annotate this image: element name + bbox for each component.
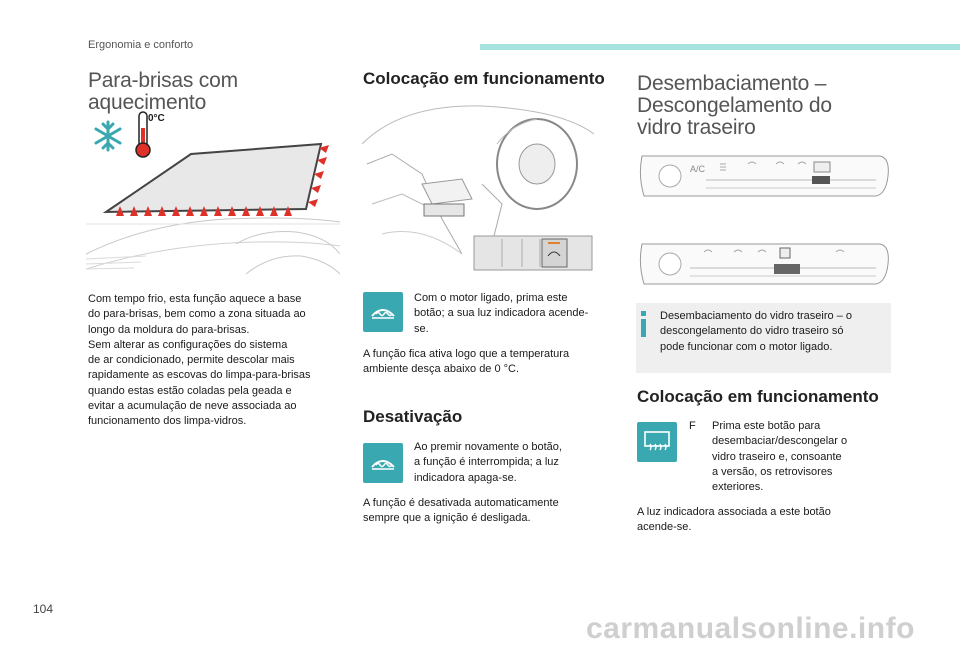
deactivation-title: Desativação [363, 407, 463, 426]
step-bullet: F [689, 420, 696, 432]
info-text: Desembaciamento do vidro traseiro – o de… [660, 310, 852, 353]
rear-activation-step: Prima este botão para desembaciar/descon… [712, 420, 848, 494]
heated-windscreen-title: Para-brisas com aquecimento [88, 69, 238, 114]
windscreen-heat-button-icon-2 [363, 443, 403, 483]
heated-windscreen-illustration [86, 104, 340, 284]
thermometer-icon [135, 111, 151, 158]
section-label: Ergonomia e conforto [88, 39, 194, 51]
ac-label: A/C [690, 164, 706, 174]
rear-demist-title: Desembaciamento – Descongelamento do vid… [637, 72, 832, 139]
temperature-label: 0°C [148, 113, 165, 124]
header-bar [480, 44, 960, 50]
windscreen-heat-button-icon [363, 292, 403, 332]
rear-activation-note: A luz indicadora associada a este botão … [637, 506, 831, 534]
deactivation-note: A função é desativada automaticamente se… [363, 497, 559, 525]
activation-note: A função fica ativa logo que a temperatu… [363, 348, 570, 376]
dashboard-illustration [362, 104, 594, 282]
control-panel-illustration-1: A/C [636, 152, 892, 200]
watermark: carmanualsonline.info [586, 612, 915, 645]
activation-title: Colocação em funcionamento [363, 69, 605, 88]
page-number: 104 [33, 602, 54, 616]
activation-step: Com o motor ligado, prima este botão; a … [414, 292, 589, 335]
deactivation-step: Ao premir novamente o botão, a função é … [414, 441, 562, 484]
heated-windscreen-description: Com tempo frio, esta função aquece a bas… [88, 293, 311, 428]
info-box: Desembaciamento do vidro traseiro – o de… [636, 303, 891, 373]
rear-demist-button-icon [637, 422, 677, 462]
control-panel-illustration-2 [636, 240, 892, 288]
info-icon [640, 311, 647, 337]
snowflake-icon [94, 120, 122, 152]
rear-activation-title: Colocação em funcionamento [637, 387, 879, 406]
